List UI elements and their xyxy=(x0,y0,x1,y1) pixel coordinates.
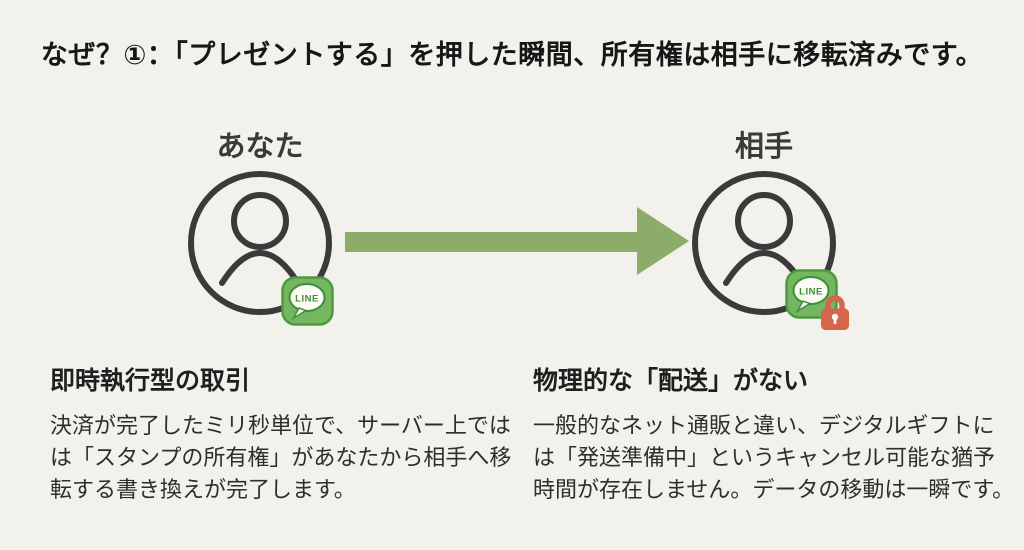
body-line: 時間が存在しません。データの移動は一瞬です。 xyxy=(533,477,1015,502)
lock-icon xyxy=(821,295,849,330)
section-body: 決済が完了したミリ秒単位で、サーバー上では は「スタンプの所有権」があなたから相… xyxy=(50,410,525,506)
section-no-physical-delivery: 物理的な「配送」がない 一般的なネット通販と違い、デジタルギフトに は「発送準備… xyxy=(533,361,1015,506)
line-badge-text: LINE xyxy=(799,287,823,298)
body-line: 一般的なネット通販と違い、デジタルギフトに xyxy=(533,413,995,438)
page-title: なぜ？①：「プレゼントする」を押した瞬間、所有権は相手に移転済みです。 xyxy=(40,40,984,70)
person-avatar-icon xyxy=(188,171,332,315)
sender-label: あなた xyxy=(216,131,304,163)
receiver-label: 相手 xyxy=(734,131,793,163)
line-app-icon: LINE xyxy=(785,269,838,319)
body-line: は「発送準備中」というキャンセル可能な猶予 xyxy=(533,445,996,470)
body-line: 決済が完了したミリ秒単位で、サーバー上では xyxy=(50,413,511,438)
right-arrow-icon xyxy=(345,207,689,275)
person-avatar-icon xyxy=(692,171,836,315)
section-instant-transaction: 即時執行型の取引 決済が完了したミリ秒単位で、サーバー上では は「スタンプの所有… xyxy=(50,361,525,506)
line-badge-text: LINE xyxy=(295,294,319,305)
body-line: は「スタンプの所有権」があなたから相手へ移 xyxy=(50,445,512,470)
section-body: 一般的なネット通販と違い、デジタルギフトに は「発送準備中」というキャンセル可能… xyxy=(533,410,1015,506)
line-app-icon: LINE xyxy=(281,276,334,326)
body-line: 転する書き換えが完了します。 xyxy=(50,477,356,502)
section-heading: 即時執行型の取引 xyxy=(50,367,251,395)
section-heading: 物理的な「配送」がない xyxy=(533,367,809,395)
